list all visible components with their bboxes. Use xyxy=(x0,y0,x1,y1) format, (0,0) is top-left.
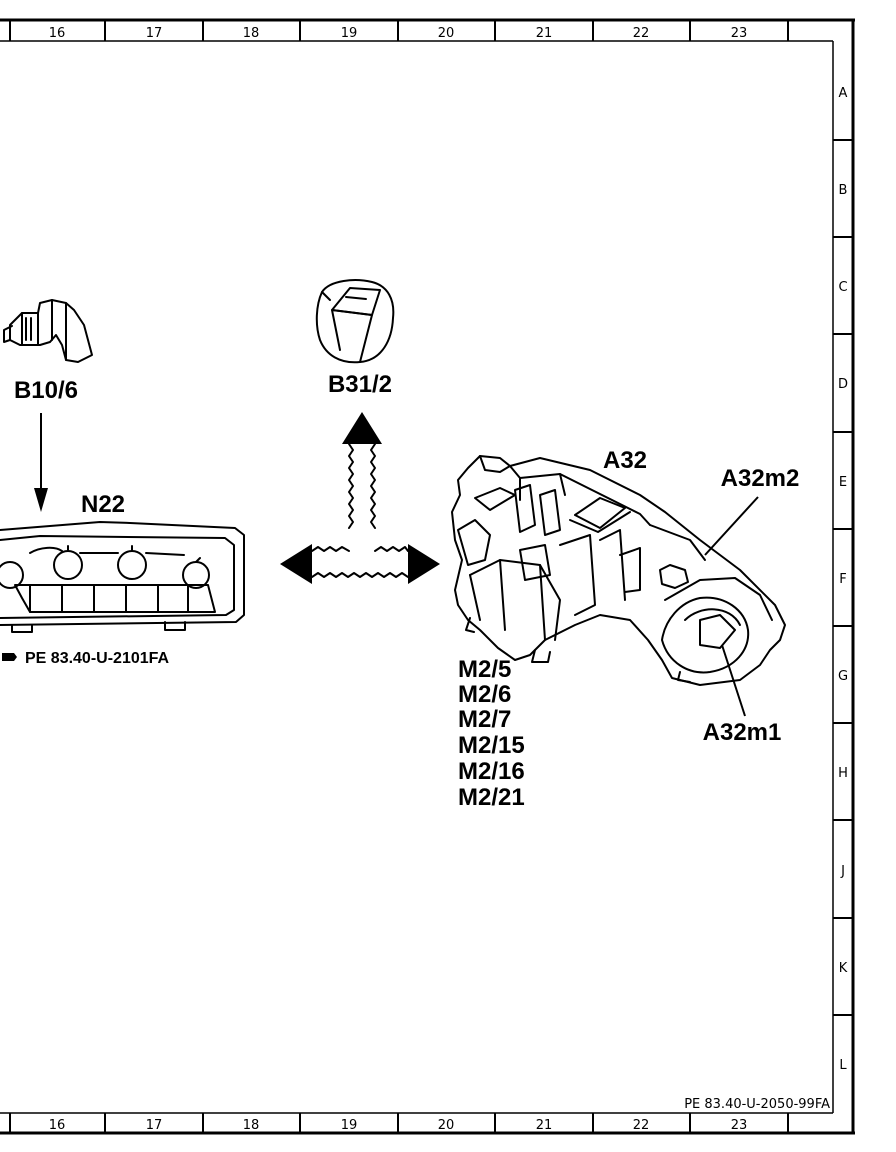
actuator-label: M2/16 xyxy=(458,758,525,785)
col-label: 23 xyxy=(731,1118,748,1133)
col-label: 21 xyxy=(536,26,553,41)
row-label: J xyxy=(840,864,845,879)
actuator-label: M2/15 xyxy=(458,732,525,759)
col-label: 16 xyxy=(49,1118,66,1133)
row-label: L xyxy=(839,1058,847,1073)
leader-a32m1 xyxy=(721,644,746,717)
actuator-label: M2/5 xyxy=(458,656,511,683)
row-label: B xyxy=(839,183,848,198)
row-label: D xyxy=(838,377,848,392)
label-a32m2: A32m2 xyxy=(721,465,800,492)
col-label: 21 xyxy=(536,1118,553,1133)
pointing-hand-icon xyxy=(2,653,17,661)
row-label: F xyxy=(839,572,846,587)
actuator-label: M2/7 xyxy=(458,706,511,733)
column-labels-bottom: 16 17 18 19 20 21 22 23 xyxy=(49,1118,748,1133)
row-label: H xyxy=(838,766,848,781)
col-label: 18 xyxy=(243,26,260,41)
bus-connection-arrows xyxy=(280,412,440,584)
housing-a32-drawing xyxy=(451,455,786,686)
ref-n22-text: PE 83.40-U-2101FA xyxy=(25,650,170,667)
row-label: A xyxy=(839,86,848,101)
label-b31-2: B31/2 xyxy=(328,371,392,398)
col-label: 19 xyxy=(341,26,358,41)
label-b10-6: B10/6 xyxy=(14,377,78,404)
label-a32: A32 xyxy=(603,447,647,474)
col-label: 23 xyxy=(731,26,748,41)
frame-border xyxy=(0,18,855,1135)
column-labels-top: 16 17 18 19 20 21 22 23 xyxy=(49,26,748,41)
row-label: G xyxy=(838,669,848,684)
col-label: 18 xyxy=(243,1118,260,1133)
col-label: 17 xyxy=(146,1118,163,1133)
row-label: E xyxy=(839,475,847,490)
actuator-label: M2/6 xyxy=(458,681,511,708)
leader-a32m2 xyxy=(704,496,759,556)
label-n22: N22 xyxy=(81,491,125,518)
label-a32m1: A32m1 xyxy=(703,719,782,746)
sensor-b31-2-drawing xyxy=(315,279,395,364)
row-label: K xyxy=(839,961,848,976)
col-label: 20 xyxy=(438,26,455,41)
col-label: 22 xyxy=(633,1118,650,1133)
row-labels: A B C D E F G H J K L xyxy=(838,86,848,1073)
sensor-b10-6-drawing xyxy=(3,299,93,363)
actuator-list: M2/5 M2/6 M2/7 M2/15 M2/16 M2/21 xyxy=(458,656,525,811)
col-label: 20 xyxy=(438,1118,455,1133)
col-label: 16 xyxy=(49,26,66,41)
document-reference: PE 83.40-U-2050-99FA xyxy=(684,1097,830,1112)
actuator-label: M2/21 xyxy=(458,784,525,811)
ref-n22: PE 83.40-U-2101FA xyxy=(2,650,170,667)
col-label: 19 xyxy=(341,1118,358,1133)
control-unit-n22-drawing xyxy=(0,521,245,633)
row-label: C xyxy=(838,280,847,295)
col-label: 22 xyxy=(633,26,650,41)
arrow-b10-6-to-n22 xyxy=(34,413,48,512)
col-label: 17 xyxy=(146,26,163,41)
